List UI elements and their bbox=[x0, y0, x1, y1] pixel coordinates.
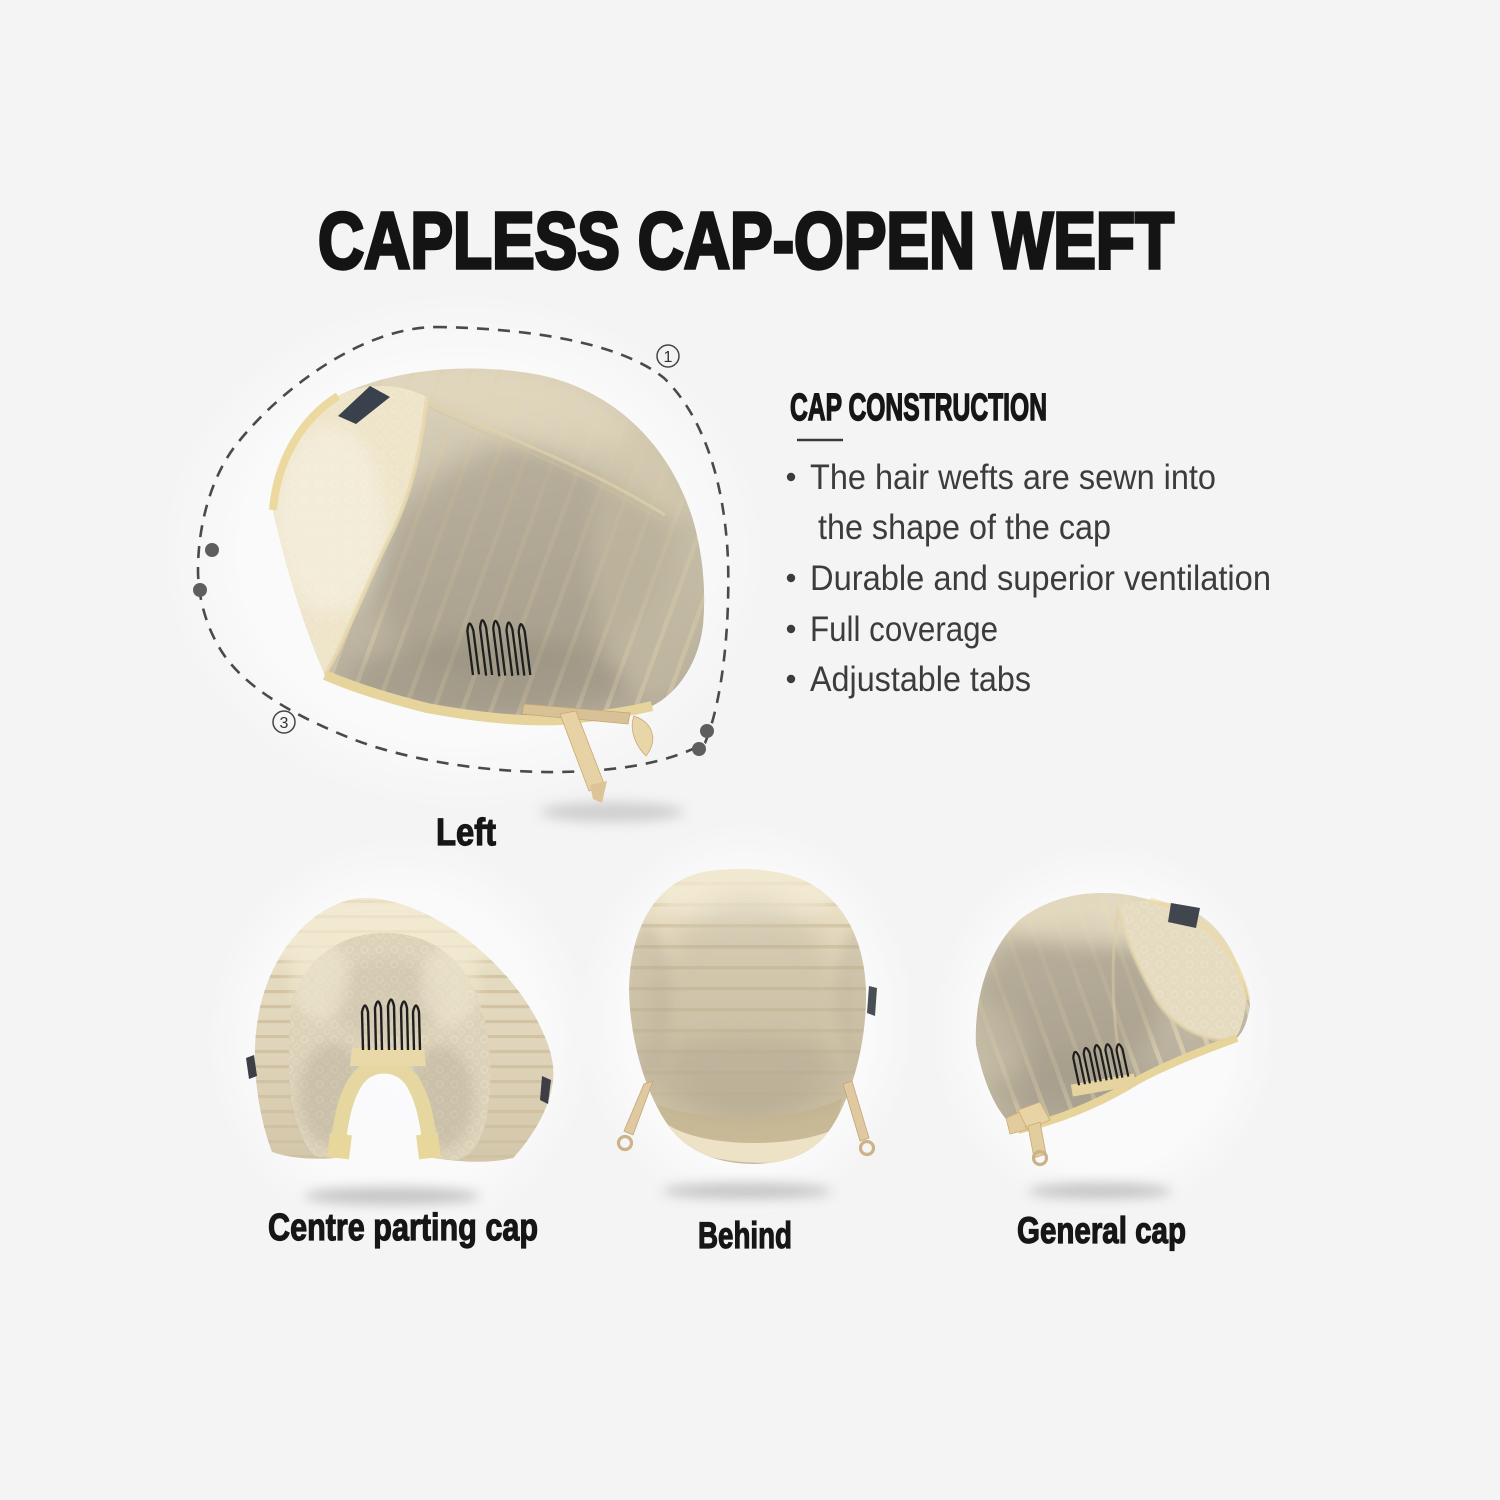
svg-text:Behind: Behind bbox=[698, 1215, 792, 1256]
svg-text:CAPLESS CAP-OPEN WEFT: CAPLESS CAP-OPEN WEFT bbox=[318, 196, 1174, 285]
svg-text:Left: Left bbox=[436, 812, 496, 854]
svg-text:Full coverage: Full coverage bbox=[810, 610, 998, 649]
svg-text:The hair wefts are sewn into: The hair wefts are sewn into bbox=[810, 458, 1216, 497]
svg-text:CAP CONSTRUCTION: CAP CONSTRUCTION bbox=[790, 387, 1047, 429]
svg-text:Durable and superior ventilati: Durable and superior ventilation bbox=[810, 559, 1271, 598]
svg-text:Adjustable tabs: Adjustable tabs bbox=[810, 660, 1031, 699]
svg-text:3: 3 bbox=[280, 715, 289, 732]
svg-text:1: 1 bbox=[664, 349, 673, 366]
svg-text:the shape of the cap: the shape of the cap bbox=[818, 508, 1111, 547]
svg-text:General cap: General cap bbox=[1017, 1210, 1186, 1251]
svg-text:Centre parting cap: Centre parting cap bbox=[268, 1207, 538, 1249]
